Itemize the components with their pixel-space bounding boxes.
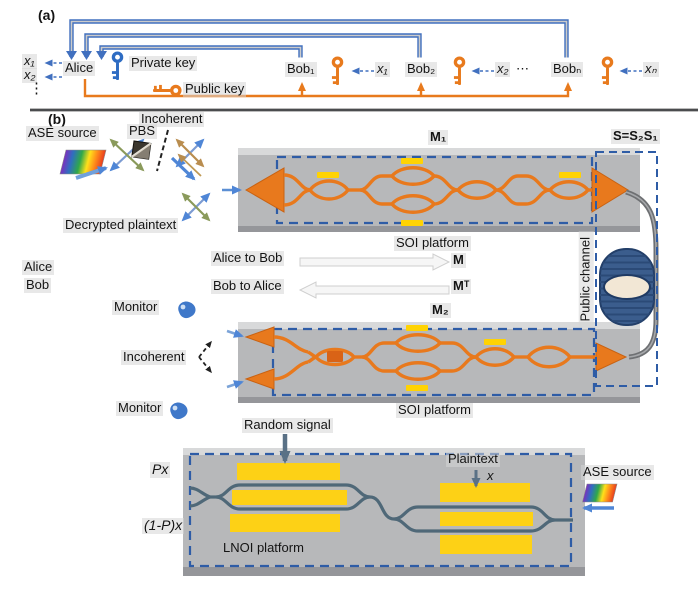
chip2-waveguide-circuit [273, 333, 596, 381]
private-key-label: Private key [129, 55, 198, 71]
matrix-m-label: M [451, 252, 466, 268]
ase-source-label: ASE source [26, 125, 99, 141]
fiber-spool-icon [599, 248, 655, 326]
bobn-input-xn: xₙ [643, 61, 659, 77]
horizontal-ellipsis: ⋯ [516, 61, 529, 76]
arrow-to-bobn-icon [564, 82, 572, 91]
transmission-direction-arrows [298, 253, 451, 299]
public-key-icon [153, 84, 182, 97]
vertical-ellipsis: ⋮ [29, 80, 44, 97]
arrow-to-alice-icon [81, 51, 92, 60]
incoherent-bracket [198, 340, 212, 374]
monitor-hand-icon [170, 402, 188, 420]
s-relation-label: S=S₂S₁ [611, 128, 660, 144]
crossed-polarization-arrows-icon [181, 192, 211, 222]
rainbow-spectrum-icon [582, 483, 618, 503]
public-key-label: Public key [183, 81, 247, 97]
one-minus-px-port-label: (1-P)x [142, 517, 185, 534]
soi-platform-label-1: SOI platform [394, 235, 471, 251]
arrow-to-bob2-icon [417, 82, 425, 91]
random-signal-label: Random signal [242, 417, 333, 433]
thermal-heater-pads [406, 325, 506, 391]
monitor-label-bottom: Monitor [116, 400, 164, 416]
bob2-input-x2: x₂ [495, 61, 511, 77]
matrix-m2-label: M₂ [430, 302, 451, 318]
panel-b-tag: (b) [48, 111, 66, 127]
bob2-key-icon [453, 56, 466, 85]
incoherent-label-top: Incoherent [139, 111, 205, 127]
private-key-icon [111, 51, 124, 80]
bob1-node: Bob₁ [285, 61, 317, 77]
rainbow-spectrum-icon [59, 149, 107, 175]
alice-to-bob-label: Alice to Bob [211, 250, 285, 266]
ase-and-pbs-optics [59, 129, 211, 222]
edge-coupler-icon [245, 167, 285, 213]
monitor-label-top: Monitor [112, 299, 160, 315]
arrow-to-alice-icon [66, 51, 77, 60]
phase-shifter-pad [327, 351, 343, 362]
alice-side-label: Alice [22, 259, 55, 275]
soi-chip-m1 [222, 148, 640, 232]
lnoi-platform-label: LNOI platform [223, 540, 304, 555]
ase-source-label-bottom: ASE source [581, 464, 654, 480]
bob-side-label: Bob [24, 277, 52, 293]
bob2-node: Bob₂ [405, 61, 438, 77]
chip2-input-arrow [226, 329, 244, 338]
modulator-electrodes [230, 463, 533, 554]
thermal-heater-pads [317, 158, 581, 226]
panel-a-tag: (a) [38, 7, 56, 23]
crossed-polarization-arrows-icon [175, 138, 205, 168]
lnoi-chip [183, 434, 618, 576]
plaintext-label: Plaintext [446, 451, 500, 467]
chip2-dashed-outline [271, 327, 596, 397]
matrix-mt-label: Mᵀ [451, 278, 472, 294]
public-channel [595, 151, 659, 387]
arrow-to-alice-icon [96, 51, 107, 60]
soi-platform-label-2: SOI platform [396, 402, 473, 418]
alice-output-x1: x₁ [22, 53, 37, 69]
lnoi-dashed-outline [188, 452, 573, 568]
bobn-node: Bobₙ [551, 61, 584, 77]
arrow-to-bob1-icon [298, 82, 306, 91]
monitor-hand-icon [178, 301, 196, 319]
bob1-input-x1: x₁ [375, 61, 390, 77]
matrix-m1-label: M₁ [428, 129, 449, 145]
incoherent-label-bottom: Incoherent [121, 349, 187, 365]
soi-chip-m2 [226, 322, 640, 403]
lnoi-waveguide-circuit [189, 483, 573, 533]
px-port-label: Px [150, 461, 171, 478]
public-channel-label: Public channel [578, 231, 594, 328]
chip1-waveguide-circuit [283, 166, 592, 214]
alice-node: Alice [63, 60, 96, 76]
pbs-label: PBS [127, 123, 158, 139]
bobn-key-icon [601, 56, 614, 85]
bob-to-alice-label: Bob to Alice [211, 278, 284, 294]
alice-to-bob-arrow [299, 253, 451, 271]
chip2-input-arrow [226, 380, 244, 389]
bob-to-alice-arrow [298, 281, 450, 299]
key-distribution-network [44, 19, 642, 98]
plaintext-x-label: x [487, 468, 494, 483]
public-channel-dashed-outline [595, 151, 658, 387]
alice-output-x2: x₂ [22, 67, 38, 83]
incoherent-dashed-line [156, 129, 169, 172]
pbs-cube-icon [131, 140, 152, 160]
bob1-key-icon [331, 56, 344, 85]
decrypted-plaintext-label: Decrypted plaintext [63, 217, 179, 233]
